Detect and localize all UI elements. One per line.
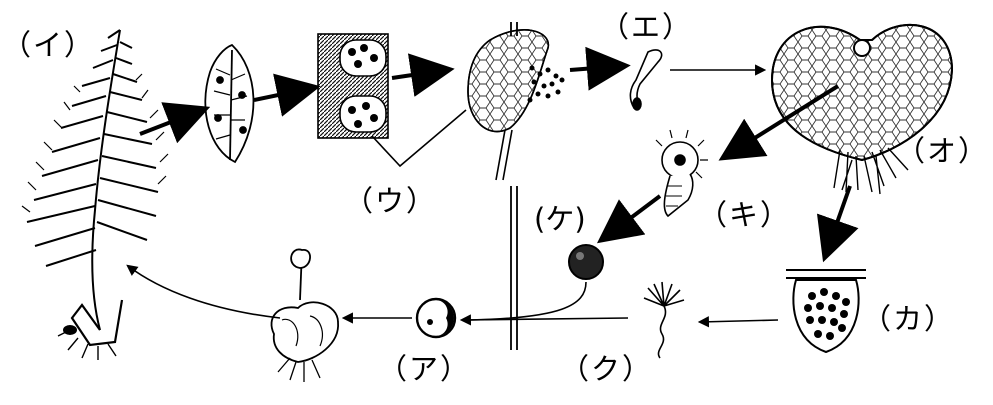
label-u: （ウ） — [344, 178, 437, 220]
sporangium-drawing — [468, 30, 565, 180]
arrow-pinna-to-section — [254, 88, 312, 100]
pinna-drawing — [205, 45, 253, 162]
arrow-young-plant-to-fern — [128, 266, 280, 318]
arrow-spores-to-protonema — [570, 66, 622, 70]
label-i: （イ） — [2, 22, 95, 64]
fern-sporophyte-drawing — [22, 30, 168, 360]
label-ka: （カ） — [862, 296, 955, 338]
arrow-archegonium-to-sperm — [700, 320, 778, 322]
label-o: （オ） — [896, 128, 989, 170]
arrow-antheridium-to-egg — [604, 196, 660, 238]
arrow-fern-to-pinna — [140, 110, 202, 134]
label-ki: （キ） — [698, 192, 791, 234]
egg-drawing — [569, 245, 603, 279]
label-ku: （ク） — [560, 346, 653, 388]
protonema-drawing — [630, 50, 661, 110]
archegonium-drawing — [786, 270, 866, 352]
young-sporophyte-drawing — [271, 249, 338, 382]
zygote-drawing — [417, 299, 455, 337]
arrow-section-to-sporangium — [392, 70, 446, 78]
label-ke: (ケ) — [534, 196, 586, 238]
label-a: （ア） — [378, 346, 471, 388]
sorus-section-drawing — [318, 34, 388, 138]
arrow-egg-to-zygote — [470, 282, 586, 320]
label-e: （エ） — [600, 4, 693, 46]
arrow-prothallus-to-archegonium — [826, 186, 850, 254]
